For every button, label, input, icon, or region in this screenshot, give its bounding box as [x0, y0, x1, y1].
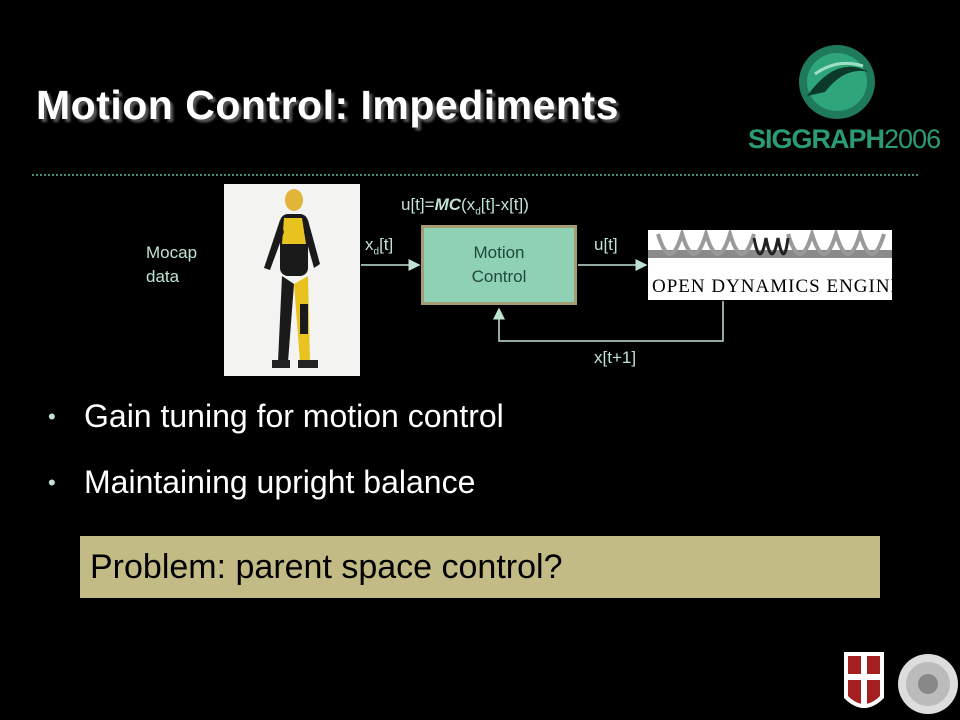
- mocap-data-label: Mocap data: [146, 243, 198, 286]
- input-label: xd[t]: [365, 235, 394, 258]
- bullet-list: •Gain tuning for motion control •Maintai…: [48, 398, 504, 530]
- title-divider: [32, 174, 918, 176]
- output-label: u[t]: [594, 235, 618, 254]
- siggraph-logo-text: SIGGRAPH2006: [748, 124, 941, 154]
- bullet-item: •Gain tuning for motion control: [48, 398, 504, 434]
- equation-label: u[t]=MC(xd[t]-x[t]): [401, 195, 529, 218]
- bullet-dot-icon: •: [48, 404, 56, 429]
- university-seals-icon: [844, 652, 958, 714]
- motion-control-box: Motion Control: [421, 225, 577, 305]
- feedback-arrow: [493, 301, 724, 342]
- mocap-person-image: [224, 184, 360, 376]
- feedback-label: x[t+1]: [594, 348, 637, 367]
- slide-title: Motion Control: Impediments: [36, 82, 619, 128]
- ode-logo-text: OPEN DYNAMICS ENGINE™: [652, 276, 923, 297]
- problem-callout: Problem: parent space control?: [80, 536, 880, 598]
- siggraph-logo-icon: [799, 45, 875, 119]
- bullet-dot-icon: •: [48, 470, 56, 495]
- bullet-item: •Maintaining upright balance: [48, 464, 476, 500]
- ode-logo: OPEN DYNAMICS ENGINE™: [648, 230, 922, 300]
- spring-icon: [648, 230, 892, 258]
